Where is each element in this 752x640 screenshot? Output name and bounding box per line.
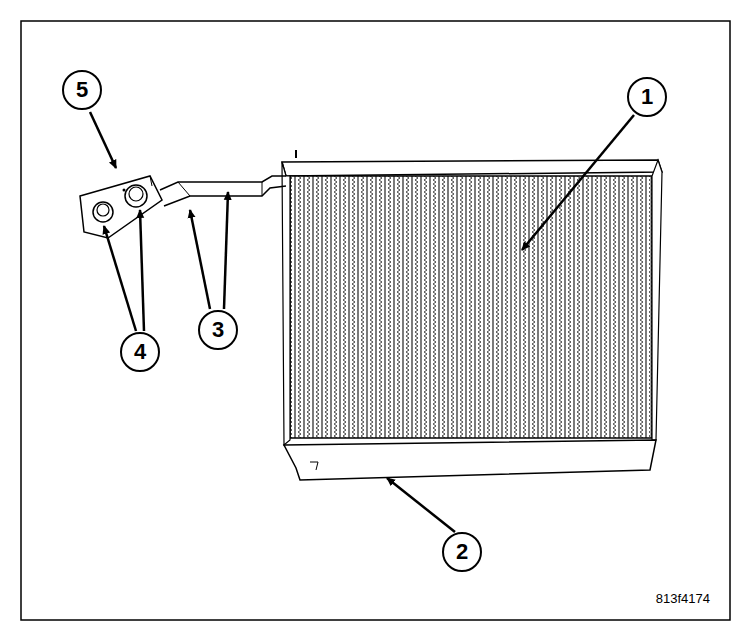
callout-number: 2 xyxy=(442,532,482,572)
leader-lines xyxy=(90,112,634,532)
callout-number: 5 xyxy=(62,70,102,110)
callout-number: 1 xyxy=(627,77,667,117)
callout-number: 4 xyxy=(120,332,160,372)
figure-code: 813f4174 xyxy=(654,591,712,606)
evaporator xyxy=(80,150,662,480)
frame xyxy=(21,21,730,620)
callout-number: 3 xyxy=(198,310,238,350)
